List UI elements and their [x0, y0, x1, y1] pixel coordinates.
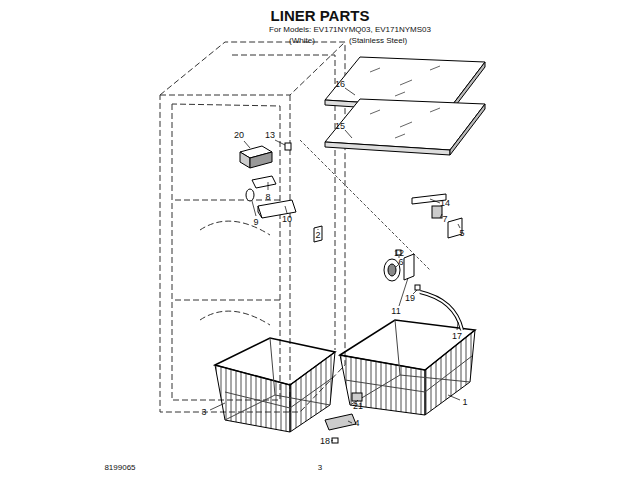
callout-number: 11: [391, 307, 400, 316]
callout-number: 16: [335, 80, 345, 89]
callout-number: 14: [440, 199, 450, 208]
callout-number: 17: [452, 332, 462, 341]
callout-number: 1: [462, 398, 467, 407]
callout-number: 9: [253, 218, 258, 227]
callout-number: 3: [201, 408, 206, 417]
callout-number: 6: [398, 258, 403, 267]
callout-number: 4: [354, 419, 359, 428]
model-color: (White): [289, 37, 315, 45]
callout-number: 19: [405, 294, 415, 303]
callout-number: 18: [320, 437, 330, 446]
cabinet-outline: [160, 42, 345, 412]
diagram-title: LINER PARTS: [271, 8, 370, 23]
small-parts: [240, 143, 462, 443]
callout-number: 15: [335, 122, 345, 131]
page-number: 3: [318, 464, 322, 472]
leader-line: [210, 88, 460, 441]
callout-number: 8: [265, 193, 270, 202]
callout-number: 10: [282, 215, 292, 224]
model-line: For Models: EV171NYMQ03, EV171NYMS03: [269, 26, 431, 34]
model-color: (Stainless Steel): [349, 37, 407, 45]
figure-number: 8199065: [104, 464, 135, 472]
wire-basket: [215, 320, 475, 432]
callout-number: 5: [459, 229, 464, 238]
callout-number: 20: [234, 131, 244, 140]
callout-number: 7: [442, 215, 447, 224]
callout-number: 2: [315, 231, 320, 240]
callout-number: 21: [353, 402, 363, 411]
callout-number: 13: [265, 131, 275, 140]
callout-number: 12: [394, 249, 404, 258]
glass-shelf: [325, 57, 485, 155]
